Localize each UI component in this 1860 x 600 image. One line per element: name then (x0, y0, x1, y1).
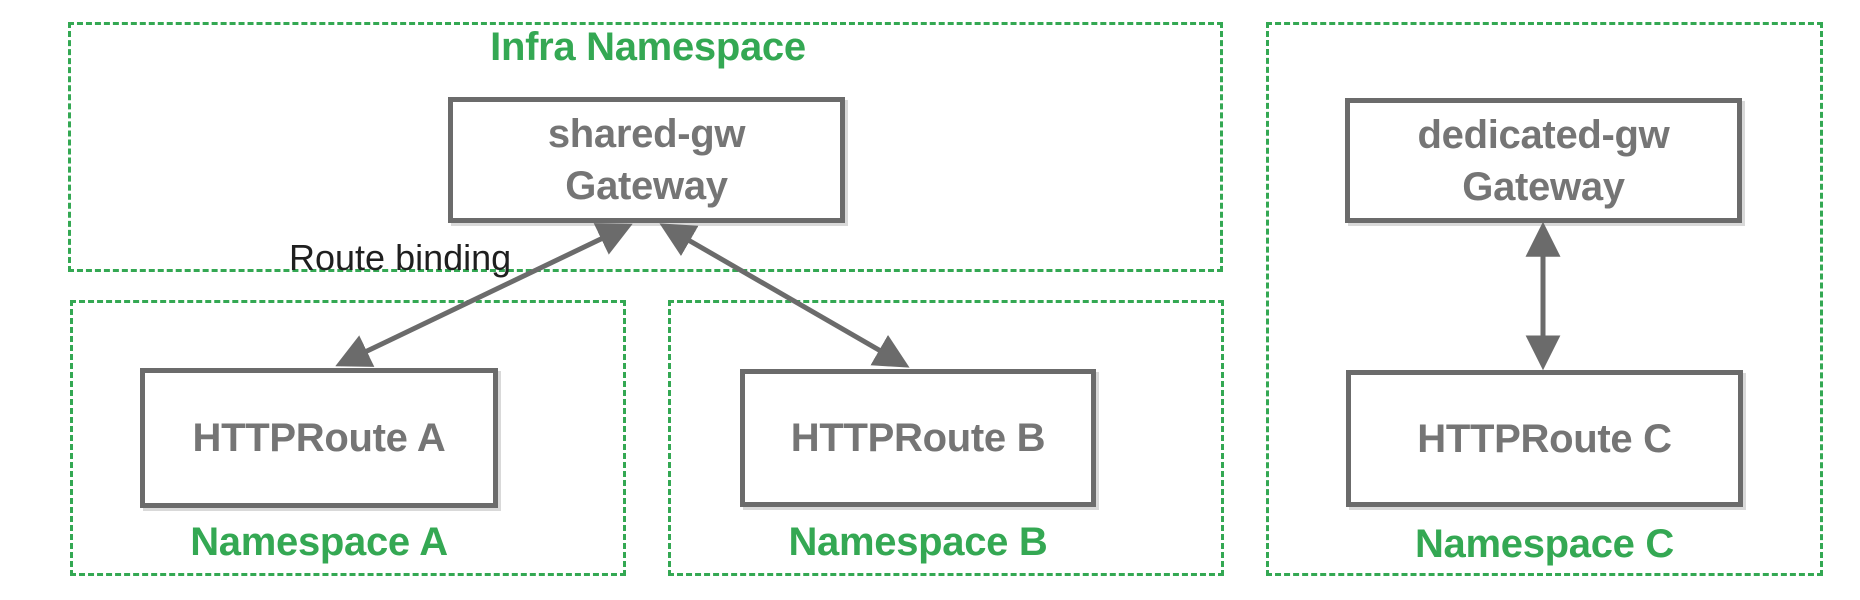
httproute-a-label: HTTPRoute A (192, 416, 446, 460)
dedicated-gw-kind: Gateway (1462, 164, 1625, 209)
httproute-b-node: HTTPRoute B (740, 369, 1096, 507)
shared-gw-gateway-node: shared-gw Gateway (448, 97, 845, 223)
infra-namespace-box (68, 22, 1223, 272)
infra-namespace-label: Infra Namespace (490, 25, 806, 69)
namespace-c-box (1266, 22, 1823, 576)
httproute-a-node: HTTPRoute A (140, 368, 498, 508)
namespace-c-label: Namespace C (1414, 522, 1675, 566)
dedicated-gw-gateway-node: dedicated-gw Gateway (1345, 98, 1742, 223)
route-binding-label: Route binding (289, 237, 512, 278)
dedicated-gw-name: dedicated-gw (1417, 112, 1670, 157)
httproute-b-label: HTTPRoute B (790, 416, 1046, 460)
shared-gw-name: shared-gw (547, 112, 746, 156)
httproute-c-label: HTTPRoute C (1417, 416, 1672, 461)
namespace-a-label: Namespace A (190, 520, 448, 564)
shared-gw-kind: Gateway (565, 164, 728, 208)
httproute-c-node: HTTPRoute C (1346, 370, 1743, 507)
namespace-b-label: Namespace B (788, 520, 1048, 564)
namespace-b-box (668, 300, 1224, 576)
